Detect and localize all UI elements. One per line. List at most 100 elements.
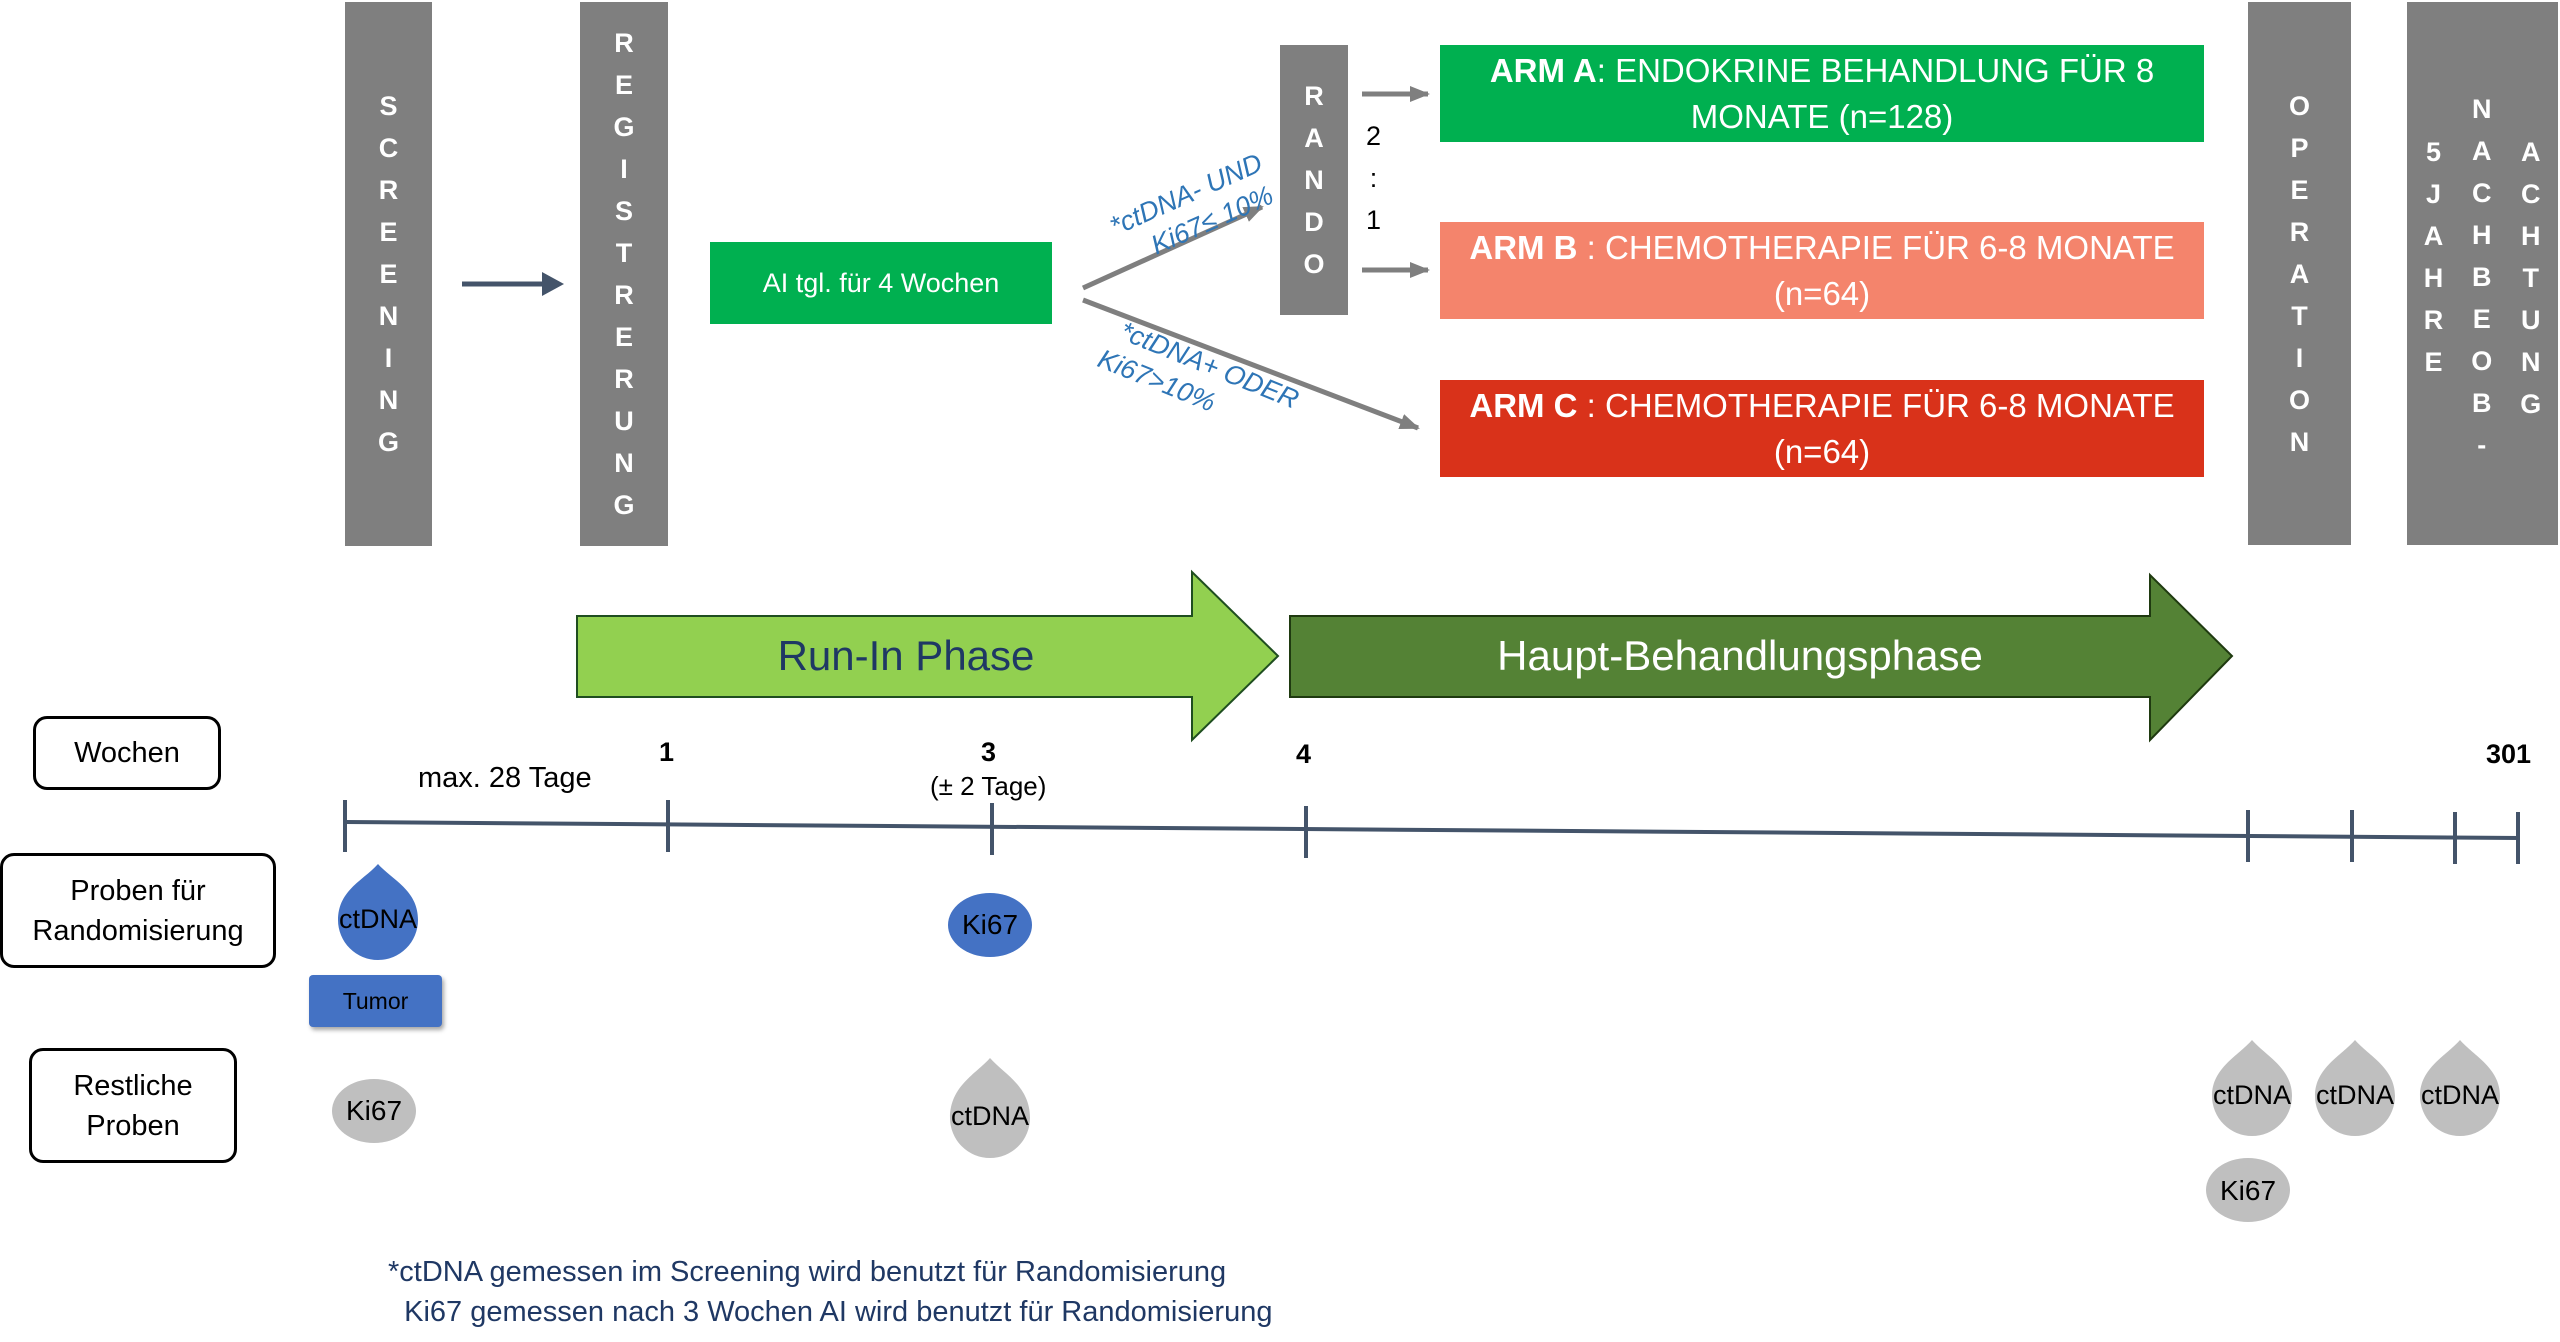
followup-col-3-letter: A xyxy=(2521,137,2541,167)
week-3-label: 3 xyxy=(981,737,997,767)
operation-letters-letter: A xyxy=(2289,258,2310,289)
registrierung-letters-letter: R xyxy=(614,364,634,394)
arm-b-name: ARM B xyxy=(1469,228,1578,266)
arm-a-line2: MONATE (n=128) xyxy=(1690,97,1954,135)
ctdna-week3-drop xyxy=(950,1058,1030,1158)
restliche-label-box: Restliche Proben xyxy=(29,1048,237,1163)
rando-letters-letter: R xyxy=(1304,81,1324,111)
followup-col-3-letter: T xyxy=(2522,263,2540,293)
screening-letters-letter: C xyxy=(378,133,399,163)
randomization-ratio-letter: 2 xyxy=(1366,121,1382,151)
arm-c-line2: (n=64) xyxy=(1773,432,1871,470)
branch-arrow-lower xyxy=(1082,297,1420,431)
operation-letters-letter: P xyxy=(2290,132,2309,163)
followup-col-2-letter: H xyxy=(2471,220,2492,250)
ctdna-op-label-1: ctDNA xyxy=(2213,1080,2291,1110)
followup-col-2-letter: B xyxy=(2471,388,2492,418)
registrierung-letters-letter: I xyxy=(620,154,628,184)
ctdna-op-label-2: ctDNA xyxy=(2316,1080,2394,1110)
followup-col-2-letter: N xyxy=(2471,94,2492,124)
registrierung-letters-letter: G xyxy=(613,112,635,142)
branch-lower-label: *ctDNA+ ODER Ki67>10% xyxy=(1094,316,1303,418)
arm-b-line1: ARM B : CHEMOTHERAPIE FÜR 6-8 MONATE xyxy=(1469,225,2174,271)
ai-treatment-box: AI tgl. für 4 Wochen xyxy=(710,242,1052,324)
registrierung-letters-letter: R xyxy=(614,28,634,58)
runin-phase-arrow xyxy=(576,569,1280,743)
operation-letters-letter: T xyxy=(2291,300,2308,331)
registrierung-letters-letter: S xyxy=(614,196,633,226)
ctdna-rando-label: ctDNA xyxy=(339,904,417,934)
operation-letters-letter: O xyxy=(2288,384,2310,415)
max-days-label: max. 28 Tage xyxy=(418,762,592,794)
rando-letters-letter: A xyxy=(1304,123,1324,153)
followup-col-2-letter: E xyxy=(2472,304,2491,334)
week-1-label: 1 xyxy=(659,737,675,767)
screening-letters-letter: E xyxy=(379,259,398,289)
ctdna-op-drop-3 xyxy=(2420,1040,2500,1136)
followup-col-2-letter: - xyxy=(2477,430,2487,460)
followup-col-1-letter: R xyxy=(2423,305,2444,335)
followup-col-3-letter: N xyxy=(2521,347,2541,377)
operation-letters-letter: I xyxy=(2295,342,2304,373)
rando-letters-letter: D xyxy=(1304,207,1324,237)
screening-letters-letter: G xyxy=(377,427,399,457)
registrierung-letters-letter: N xyxy=(614,448,634,478)
screening-letters-letter: R xyxy=(378,175,399,205)
arm-c-name: ARM C xyxy=(1469,386,1578,424)
restliche-label-line1: Restliche xyxy=(73,1069,193,1102)
followup-col-3-letter: C xyxy=(2521,179,2541,209)
operation-letters-letter: E xyxy=(2290,174,2309,205)
randomization-ratio: 2:1 xyxy=(1366,115,1381,241)
arm-b-text1: : CHEMOTHERAPIE FÜR 6-8 MONATE xyxy=(1577,228,2175,266)
tumor-sample-label: Tumor xyxy=(342,987,409,1014)
rando-letters-letter: O xyxy=(1303,249,1325,279)
followup-col-3-letter: G xyxy=(2520,389,2542,419)
followup-col-1-letter: E xyxy=(2424,347,2443,377)
restliche-label-line2: Proben xyxy=(86,1109,180,1142)
arm-a-text1: : ENDOKRINE BEHANDLUNG FÜR 8 xyxy=(1596,51,2155,89)
registrierung-letters-letter: U xyxy=(614,406,634,436)
runin-phase-label: Run-In Phase xyxy=(778,632,1035,679)
registrierung-letters-letter: R xyxy=(614,280,634,310)
ki67-op-drop xyxy=(2206,1158,2290,1222)
operation-letters-letter: R xyxy=(2289,216,2310,247)
arm-b-line2: (n=64) xyxy=(1773,274,1871,312)
main-phase-arrow xyxy=(1289,572,2234,743)
followup-col-2-letter: B xyxy=(2471,262,2492,292)
week-end-label: 301 xyxy=(2486,739,2532,769)
followup-col-3-letter: U xyxy=(2521,305,2541,335)
randomization-ratio-letter: 1 xyxy=(1366,205,1382,235)
ctdna-op-label-3: ctDNA xyxy=(2421,1080,2499,1110)
ki67-rando-label: Ki67 xyxy=(962,909,1018,940)
arm-b-box: ARM B : CHEMOTHERAPIE FÜR 6-8 MONATE (n=… xyxy=(1440,222,2204,319)
branch-arrow-upper xyxy=(1081,204,1264,291)
rando-letters-letter: N xyxy=(1304,165,1324,195)
arm-c-line1: ARM C : CHEMOTHERAPIE FÜR 6-8 MONATE xyxy=(1469,383,2174,429)
ctdna-op-drop-2 xyxy=(2315,1040,2395,1136)
followup-col-1-letter: H xyxy=(2423,263,2444,293)
arm-a-name: ARM A xyxy=(1489,51,1597,89)
screening-letters-letter: E xyxy=(379,217,398,247)
followup-col-2-letter: O xyxy=(2471,346,2493,376)
main-phase-label: Haupt-Behandlungsphase xyxy=(1497,632,1983,679)
registrierung-letters-letter: E xyxy=(614,322,633,352)
proben-label-box: Proben für Randomisierung xyxy=(0,853,276,968)
registrierung-letters-letter: E xyxy=(614,70,633,100)
followup-col-2-letter: C xyxy=(2471,178,2492,208)
arm-a-box: ARM A: ENDOKRINE BEHANDLUNG FÜR 8 MONATE… xyxy=(1440,45,2204,142)
screening-letters-letter: S xyxy=(379,91,398,121)
wochen-label-box: Wochen xyxy=(33,716,221,790)
footnote-line-2: Ki67 gemessen nach 3 Wochen AI wird benu… xyxy=(388,1296,1273,1328)
screening-letters-letter: I xyxy=(384,343,393,373)
followup-col-1-letter: A xyxy=(2423,221,2444,251)
